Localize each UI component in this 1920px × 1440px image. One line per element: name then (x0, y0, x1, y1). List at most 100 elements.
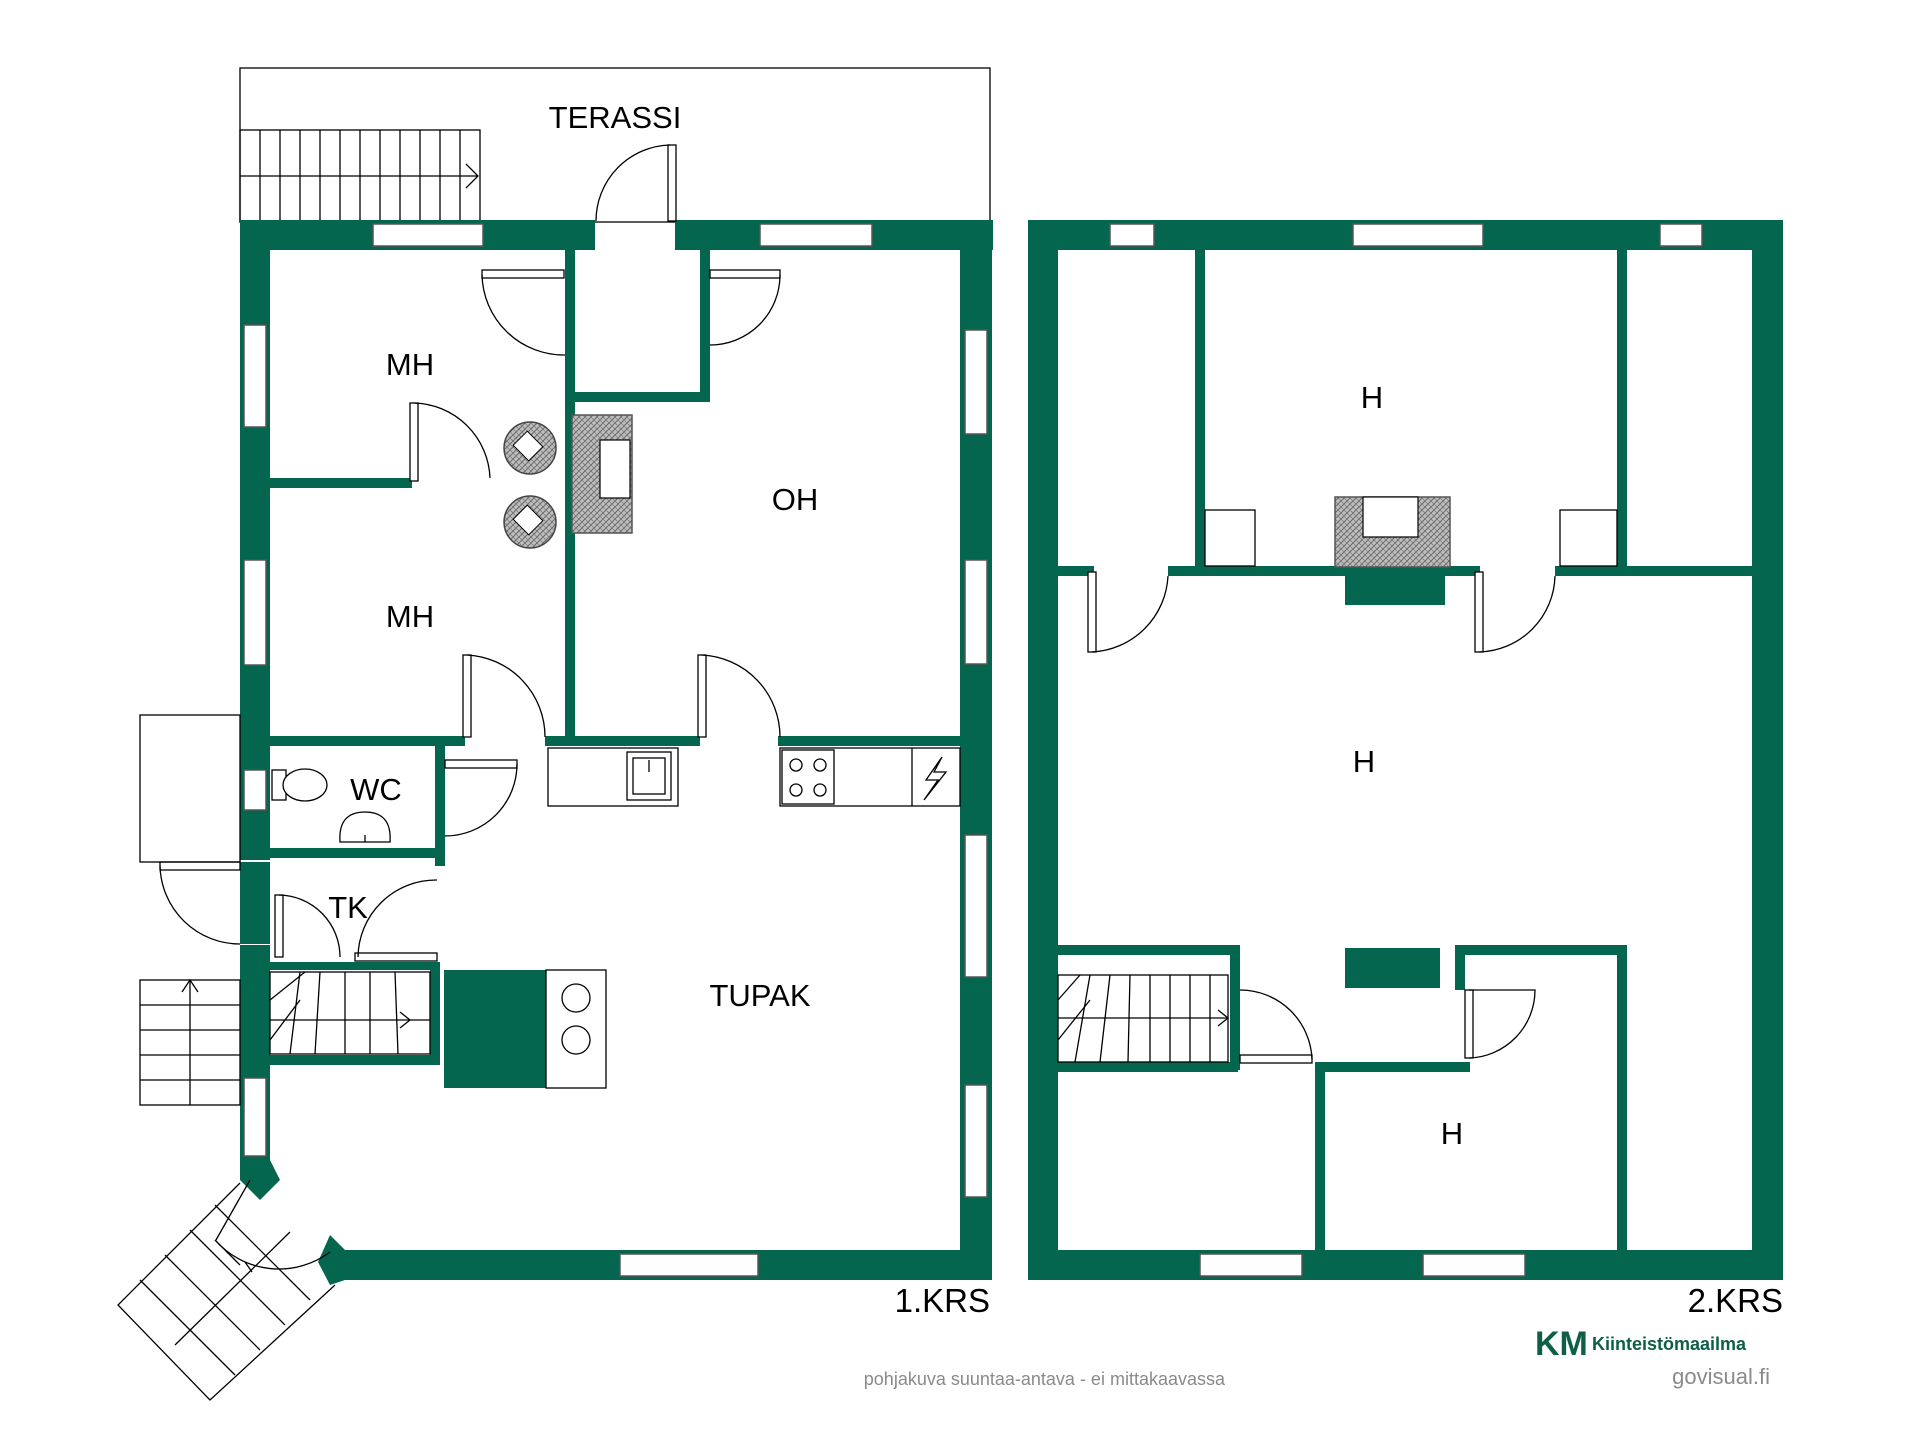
wall2-stair-right (1230, 945, 1240, 1070)
label-kitchen: TUPAK (709, 978, 810, 1013)
door-mh-1 (409, 402, 491, 482)
cabinet-2b (1559, 509, 1618, 567)
window (1659, 223, 1703, 247)
label-terrace: TERASSI (549, 100, 682, 135)
door-tk-2 (354, 879, 438, 962)
door2-stair (1239, 989, 1313, 1064)
wall-left-upper (240, 220, 270, 860)
window (243, 769, 267, 811)
wall2-room-top-a (1315, 1062, 1470, 1072)
wc-toilet (271, 768, 328, 802)
window (243, 1077, 267, 1157)
cabinet-2a (1204, 509, 1256, 567)
door-hall-left (481, 269, 566, 356)
terrace-outline (239, 67, 991, 223)
wall-stair-bottom (270, 1055, 440, 1065)
window (964, 559, 988, 665)
wall2-room-right (1617, 945, 1627, 1252)
window (759, 223, 873, 247)
disclaimer-text: pohjakuva suuntaa-antava - ei mittakaava… (864, 1369, 1226, 1389)
wall-oh-bottom (545, 736, 700, 746)
wall-corner-bottom (318, 1235, 345, 1285)
wall-wc-right (435, 746, 445, 866)
wall2-closet-left (1455, 945, 1465, 990)
wall2-bottom (1028, 1250, 1783, 1280)
wall-mh-bottom (270, 736, 465, 746)
door-entrance (595, 144, 677, 222)
label-closet: TK (328, 890, 368, 925)
window (619, 1253, 759, 1277)
window (372, 223, 484, 247)
label-floor-2: 2.KRS (1688, 1282, 1783, 1319)
door-hall-right (709, 269, 781, 346)
wall-hall-left (565, 250, 575, 740)
wall2-stair-bottom (1058, 1062, 1238, 1072)
wall2-top-room-right (1617, 250, 1627, 575)
label2-room-bottom: H (1441, 1116, 1463, 1151)
window (1422, 1253, 1526, 1277)
wall-hall-bottom (565, 392, 710, 402)
door-wc (444, 759, 518, 837)
window (1352, 223, 1484, 247)
door-corner (214, 1179, 331, 1270)
window (1109, 223, 1155, 247)
chimney-2b (1345, 948, 1440, 988)
fireplace-2-opening (1362, 496, 1419, 538)
kitchen-range (444, 969, 607, 1089)
wall2-left (1028, 220, 1058, 1280)
wall2-upper-divider-c (1555, 566, 1752, 576)
km-logo-icon: KM (1535, 1325, 1588, 1363)
wall2-upper-divider-a (1058, 566, 1094, 576)
corner-entrance-stairs (117, 1182, 336, 1401)
interior-stairs (269, 971, 431, 1055)
label-wc: WC (350, 772, 402, 807)
floor-2-plan: H H H 2.KRS (1028, 220, 1783, 1319)
floor-1-plan: TERASSI MH MH OH WC TK TUPAK 1.KRS (117, 67, 993, 1401)
label-bedroom-1: MH (386, 347, 434, 382)
window (243, 559, 267, 666)
door2-closet (1464, 989, 1536, 1059)
stove-round-1 (503, 421, 557, 475)
window (1199, 1253, 1303, 1277)
logo-mark: KM (1535, 1325, 1588, 1363)
wall-stair-top (270, 962, 438, 970)
wall-wc-bottom (270, 848, 445, 858)
label-floor-1: 1.KRS (895, 1282, 990, 1319)
label-bedroom-2: MH (386, 599, 434, 634)
wall-tk-top (240, 862, 270, 944)
chimney-2a (1345, 575, 1445, 605)
wall2-stair-top (1058, 945, 1238, 955)
wall2-top-room-left (1195, 250, 1205, 575)
door-tk (274, 894, 341, 958)
electrical-panel-icon (923, 756, 948, 801)
fireplace-opening (599, 439, 631, 499)
wall-oh-bottom-right (778, 736, 960, 746)
door-oh (697, 654, 781, 738)
kitchen-counter-sink (547, 747, 679, 807)
label2-room-top: H (1361, 380, 1383, 415)
wall2-right (1752, 220, 1783, 1280)
interior-stairs-2 (1057, 974, 1230, 1063)
brand-name: Kiinteistömaailma (1592, 1334, 1747, 1354)
side-entrance-stairs (139, 714, 241, 1106)
wall2-upper-divider-b (1168, 566, 1480, 576)
door2-right (1474, 571, 1556, 653)
label2-room-middle: H (1353, 744, 1375, 779)
terrace-stairs (239, 129, 481, 223)
wall2-closet-top (1455, 945, 1627, 955)
window (964, 329, 988, 435)
wall-hall-right (700, 250, 710, 400)
door-side-entrance (159, 861, 241, 945)
window (964, 834, 988, 978)
wc-sink (339, 811, 391, 843)
wall-corner-left (240, 1160, 280, 1200)
window (964, 1084, 988, 1198)
wall-mh-top (270, 478, 412, 488)
wall-stair-right (430, 962, 440, 1064)
door-mh-2 (462, 654, 546, 738)
wall2-room-left (1315, 1062, 1325, 1252)
website-text: govisual.fi (1672, 1364, 1770, 1389)
kitchen-stove (779, 747, 961, 807)
door2-left (1087, 571, 1169, 653)
